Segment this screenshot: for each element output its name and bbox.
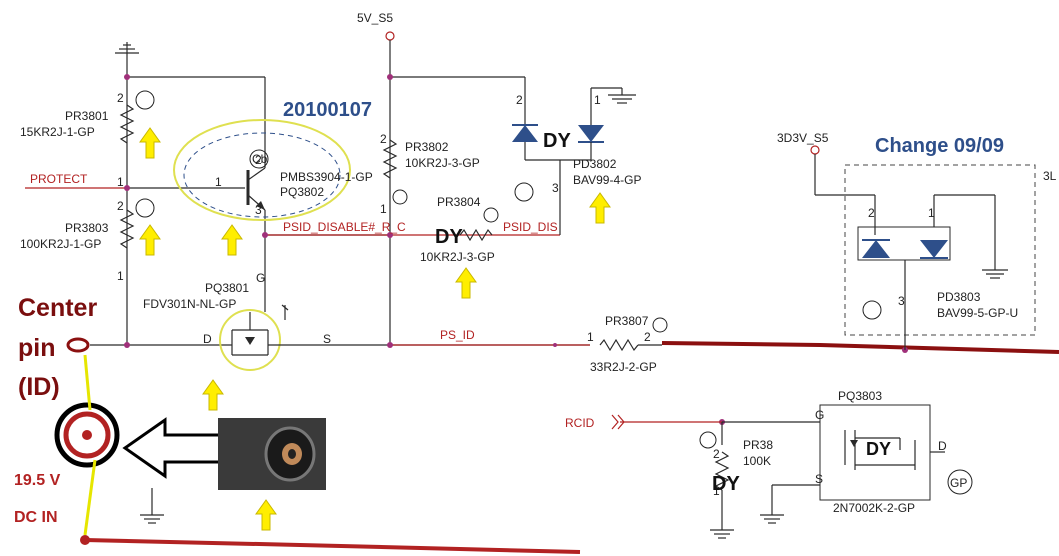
- pin-number: 2: [713, 447, 720, 461]
- pin-number: 2: [380, 132, 387, 146]
- pin-number: 1: [117, 175, 124, 189]
- pin-number: 1: [594, 93, 601, 107]
- pin-letter: D: [203, 332, 212, 346]
- resistor-pr3807: [599, 338, 639, 352]
- ground-symbol-top-left: [115, 42, 139, 77]
- pin-number: 2: [644, 330, 651, 344]
- yellow-arrows: [139, 127, 611, 531]
- pr3804-ref: PR3804: [437, 195, 481, 209]
- pin-number: 3: [255, 203, 262, 217]
- rail-3d3v-label: 3D3V_S5: [777, 131, 829, 145]
- pin-number: 1: [928, 206, 935, 220]
- pq3803-value: 2N7002K-2-GP: [833, 501, 915, 515]
- pr38-value: 100K: [743, 454, 771, 468]
- pr3802-ref: PR3802: [405, 140, 449, 154]
- highlight-ellipse-pq3802: [173, 119, 351, 221]
- diode-pd3803: [857, 194, 1008, 350]
- dc-plug-photo: [218, 418, 326, 490]
- pd3802-value: BAV99-4-GP: [573, 173, 641, 187]
- pq3802-ref: PQ3802: [280, 185, 324, 199]
- dc-in-label: DC IN: [14, 509, 58, 526]
- pin-number: 3: [552, 181, 559, 195]
- pin-number: 1: [380, 202, 387, 216]
- pq3802-value: PMBS3904-1-GP: [280, 170, 373, 184]
- pin-number: 2: [516, 93, 523, 107]
- center-pin-label-1: Center: [18, 294, 97, 322]
- pin-number: 2: [117, 91, 124, 105]
- barrel-connector-icon: [54, 337, 120, 545]
- change-annotation: Change 09/09: [875, 135, 1004, 157]
- left-arrow-icon: [122, 417, 227, 479]
- pin-letter: G: [815, 408, 824, 422]
- gp-badge: GP: [950, 476, 967, 490]
- pr3801-value: 15KR2J-1-GP: [20, 125, 95, 139]
- date-annotation: 20100107: [283, 99, 372, 121]
- pr3803-value: 100KR2J-1-GP: [20, 237, 101, 251]
- pr3807-value: 33R2J-2-GP: [590, 360, 657, 374]
- net-ps-id: PS_ID: [440, 328, 475, 342]
- pr38-ref: PR38: [743, 438, 773, 452]
- pr3803-ref: PR3803: [65, 221, 109, 235]
- dy-marker: DY: [543, 130, 571, 152]
- transistor-pq3802: [246, 167, 266, 211]
- net-psid-dis: PSID_DIS: [503, 220, 558, 234]
- pd3802-ref: PD3802: [573, 157, 617, 171]
- pin-letter: G: [256, 271, 265, 285]
- pr3801-ref: PR3801: [65, 109, 109, 123]
- mosfet-pq3801: [219, 304, 289, 371]
- pin-number: 2: [868, 206, 875, 220]
- pin-number: 1: [215, 175, 222, 189]
- voltage-label: 19.5 V: [14, 472, 61, 489]
- pin-number: 1: [587, 330, 594, 344]
- diode-pd3802: [512, 77, 636, 235]
- pq3803-ref: PQ3803: [838, 389, 882, 403]
- transistor-pq3803: [819, 404, 945, 501]
- net-rcid: RCID: [565, 416, 595, 430]
- pin-number: 1: [713, 484, 720, 498]
- resistor-pr3803: [119, 209, 135, 249]
- net-psid-disable: PSID_DISABLE#_R_C: [283, 220, 406, 234]
- pd3803-ref: PD3803: [937, 290, 981, 304]
- dy-marker: DY: [866, 439, 891, 459]
- pd3803-value: BAV99-5-GP-U: [937, 306, 1018, 320]
- pin-number: 1: [117, 269, 124, 283]
- pin-number: 3: [898, 294, 905, 308]
- pin-letter: S: [323, 332, 331, 346]
- pr3802-value: 10KR2J-3-GP: [405, 156, 480, 170]
- cb-badge: Cb: [252, 152, 268, 166]
- pr3804-value: 10KR2J-3-GP: [420, 250, 495, 264]
- gp-badges: [135, 90, 973, 495]
- pr3807-ref: PR3807: [605, 314, 649, 328]
- pq3801-value: FDV301N-NL-GP: [143, 297, 236, 311]
- pin-number: 2: [117, 199, 124, 213]
- net-protect: PROTECT: [30, 172, 88, 186]
- resistor-pr3801: [119, 104, 135, 144]
- dashed-box-pd3803: [844, 164, 1036, 336]
- cable-line-top: [661, 341, 1059, 354]
- pin-number: 2: [255, 153, 262, 167]
- edge-label: 3L: [1043, 169, 1057, 183]
- resistor-pr3804: [459, 228, 493, 242]
- resistor-pr38: [714, 451, 730, 491]
- pq3801-ref: PQ3801: [205, 281, 249, 295]
- center-pin-label-2: pin: [18, 334, 56, 362]
- rail-5v-label: 5V_S5: [357, 11, 393, 25]
- pin-letter: D: [938, 439, 947, 453]
- dy-marker: DY: [435, 226, 463, 248]
- dy-marker: DY: [712, 473, 740, 495]
- center-pin-label-3: (ID): [18, 373, 60, 401]
- pin-letter: S: [815, 472, 823, 486]
- cable-line-bottom: [84, 538, 581, 554]
- resistor-pr3802: [382, 139, 398, 179]
